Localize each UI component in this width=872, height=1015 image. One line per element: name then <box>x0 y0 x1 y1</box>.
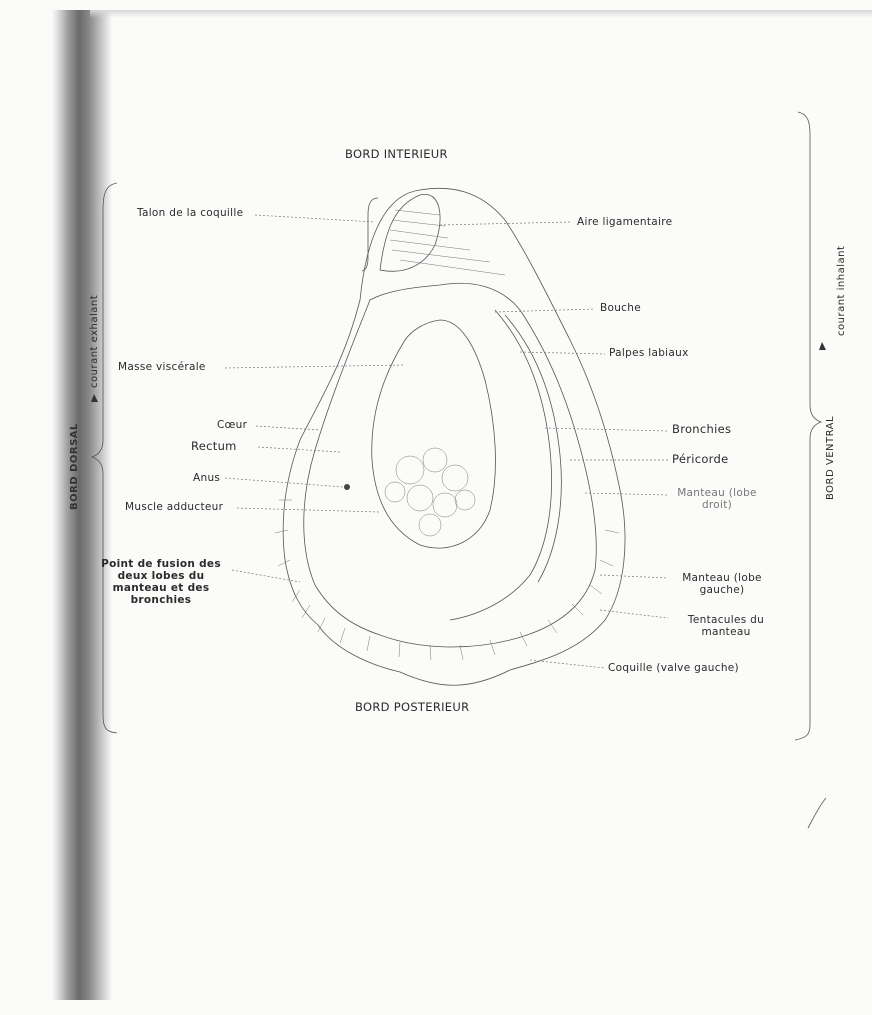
label-talon: Talon de la coquille <box>137 207 243 219</box>
label-masse-viscerale: Masse viscérale <box>118 361 206 373</box>
label-aire-ligamentaire: Aire ligamentaire <box>577 216 672 228</box>
label-point-fusion: Point de fusion des deux lobes du mantea… <box>96 558 226 606</box>
leader-lines <box>225 215 668 668</box>
anus-dot <box>344 484 350 490</box>
label-bord-interieur: BORD INTERIEUR <box>345 148 448 160</box>
label-coquille: Coquille (valve gauche) <box>608 662 739 674</box>
label-bord-dorsal: BORD DORSAL <box>69 423 80 510</box>
label-manteau-gauche: Manteau (lobe gauche) <box>672 572 772 596</box>
ventral-bracket <box>795 112 821 740</box>
visceral-mass-shape <box>372 320 496 548</box>
label-coeur: Cœur <box>217 419 247 431</box>
exhalant-arrow <box>91 394 98 402</box>
label-bord-ventral: BORD VENTRAL <box>825 416 836 500</box>
label-palpes-labiaux: Palpes labiaux <box>609 347 689 359</box>
label-courant-inhalant: courant inhalant <box>836 246 847 336</box>
inhalant-arrow <box>819 342 826 350</box>
label-muscle-adducteur: Muscle adducteur <box>125 501 223 513</box>
pen-mark <box>808 798 826 828</box>
dorsal-bracket <box>92 183 117 733</box>
gills-shape <box>450 310 552 620</box>
label-bord-posterieur: BORD POSTERIEUR <box>355 701 469 713</box>
label-bouche: Bouche <box>600 302 641 314</box>
label-courant-exhalant: courant exhalant <box>89 295 100 388</box>
mantle-outline <box>304 283 597 647</box>
adductor-muscle-cells <box>385 448 475 536</box>
mantle-tentacles <box>275 500 619 660</box>
talon-bracket <box>362 198 378 271</box>
label-manteau-droit: Manteau (lobe droit) <box>672 487 762 511</box>
label-tentacules: Tentacules du manteau <box>676 614 776 638</box>
label-rectum: Rectum <box>191 440 237 452</box>
ligament-hatching <box>390 210 505 275</box>
label-anus: Anus <box>193 472 220 484</box>
label-bronchies: Bronchies <box>672 423 731 435</box>
shell-outline <box>283 188 625 685</box>
label-pericorde: Péricorde <box>672 453 728 465</box>
